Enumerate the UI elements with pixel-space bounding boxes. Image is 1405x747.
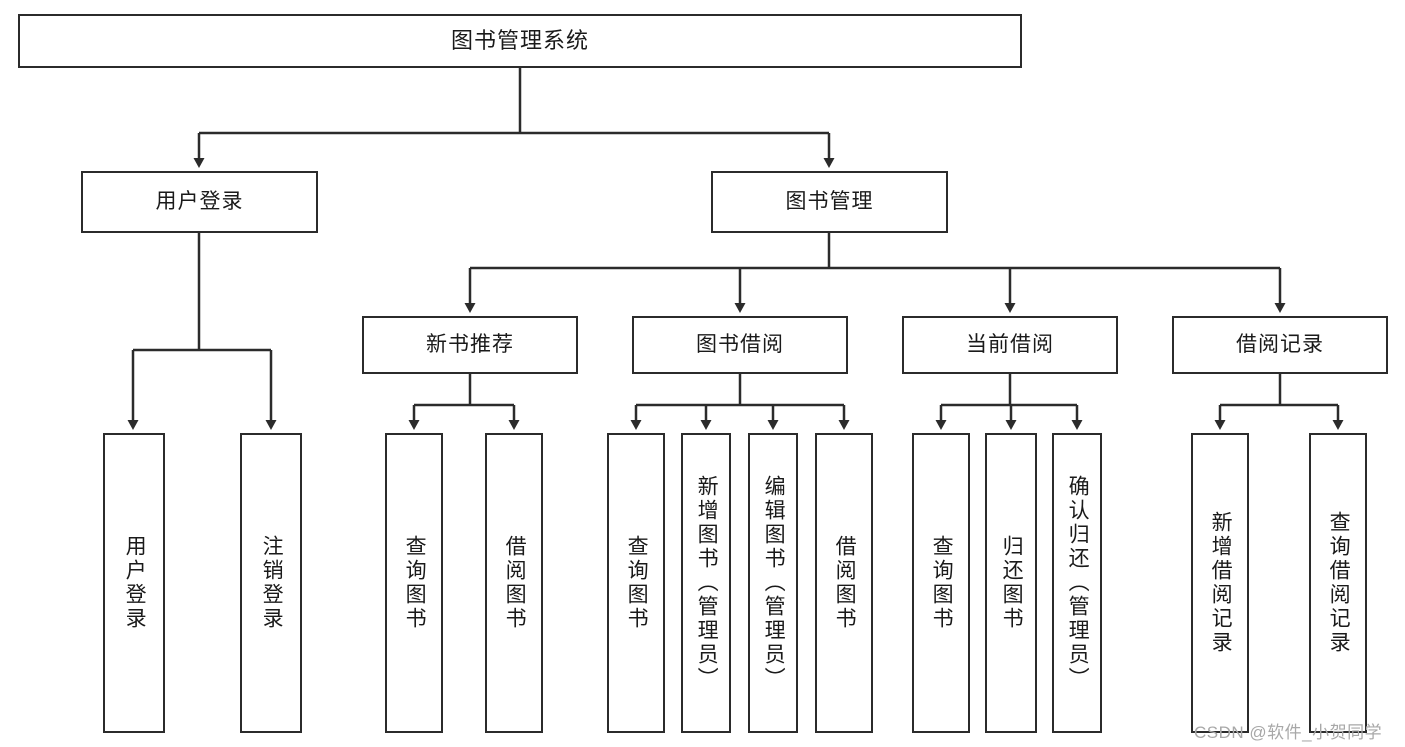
node-new-book-recommend[interactable]: 新书推荐 <box>362 316 578 374</box>
node-leaf-return-book[interactable]: 归还图书 <box>985 433 1037 733</box>
node-leaf-query-borrow-record[interactable]: 查询借阅记录 <box>1309 433 1367 733</box>
node-root[interactable]: 图书管理系统 <box>18 14 1022 68</box>
node-user-login[interactable]: 用户登录 <box>81 171 318 233</box>
node-leaf-user-logout-label: 注销登录 <box>260 535 284 631</box>
node-borrow-record-label: 借阅记录 <box>1236 333 1324 357</box>
node-leaf-return-book-label: 归还图书 <box>1000 535 1024 631</box>
node-leaf-query-borrow-record-label: 查询借阅记录 <box>1327 511 1351 655</box>
node-root-label: 图书管理系统 <box>450 27 589 53</box>
node-leaf-edit-book-label: 编辑图书（管理员） <box>762 475 786 691</box>
node-book-manage[interactable]: 图书管理 <box>711 171 948 233</box>
node-leaf-add-book[interactable]: 新增图书（管理员） <box>681 433 731 733</box>
csdn-watermark: CSDN @软件_小贺同学 <box>1194 723 1383 742</box>
node-leaf-add-borrow-record-label: 新增借阅记录 <box>1209 511 1233 655</box>
node-book-borrow[interactable]: 图书借阅 <box>632 316 848 374</box>
node-leaf-add-borrow-record[interactable]: 新增借阅记录 <box>1191 433 1249 733</box>
node-leaf-confirm-return[interactable]: 确认归还（管理员） <box>1052 433 1102 733</box>
node-current-borrow-label: 当前借阅 <box>966 333 1054 357</box>
node-leaf-user-login-label: 用户登录 <box>123 535 147 631</box>
node-leaf-borrow-book-2-label: 借阅图书 <box>833 535 857 631</box>
node-leaf-borrow-book-1-label: 借阅图书 <box>503 535 527 631</box>
node-borrow-record[interactable]: 借阅记录 <box>1172 316 1388 374</box>
node-leaf-query-book-3[interactable]: 查询图书 <box>912 433 970 733</box>
node-leaf-borrow-book-2[interactable]: 借阅图书 <box>815 433 873 733</box>
node-leaf-borrow-book-1[interactable]: 借阅图书 <box>485 433 543 733</box>
node-leaf-query-book-1[interactable]: 查询图书 <box>385 433 443 733</box>
node-leaf-edit-book[interactable]: 编辑图书（管理员） <box>748 433 798 733</box>
node-leaf-user-login[interactable]: 用户登录 <box>103 433 165 733</box>
node-leaf-confirm-return-label: 确认归还（管理员） <box>1066 475 1090 691</box>
node-current-borrow[interactable]: 当前借阅 <box>902 316 1118 374</box>
node-leaf-query-book-1-label: 查询图书 <box>403 535 427 631</box>
node-leaf-add-book-label: 新增图书（管理员） <box>695 475 719 691</box>
node-book-manage-label: 图书管理 <box>785 190 874 214</box>
node-user-login-label: 用户登录 <box>155 190 244 214</box>
node-leaf-query-book-2-label: 查询图书 <box>625 535 649 631</box>
node-leaf-query-book-2[interactable]: 查询图书 <box>607 433 665 733</box>
node-leaf-query-book-3-label: 查询图书 <box>930 535 954 631</box>
node-leaf-user-logout[interactable]: 注销登录 <box>240 433 302 733</box>
node-new-book-recommend-label: 新书推荐 <box>426 333 514 357</box>
node-book-borrow-label: 图书借阅 <box>696 333 784 357</box>
